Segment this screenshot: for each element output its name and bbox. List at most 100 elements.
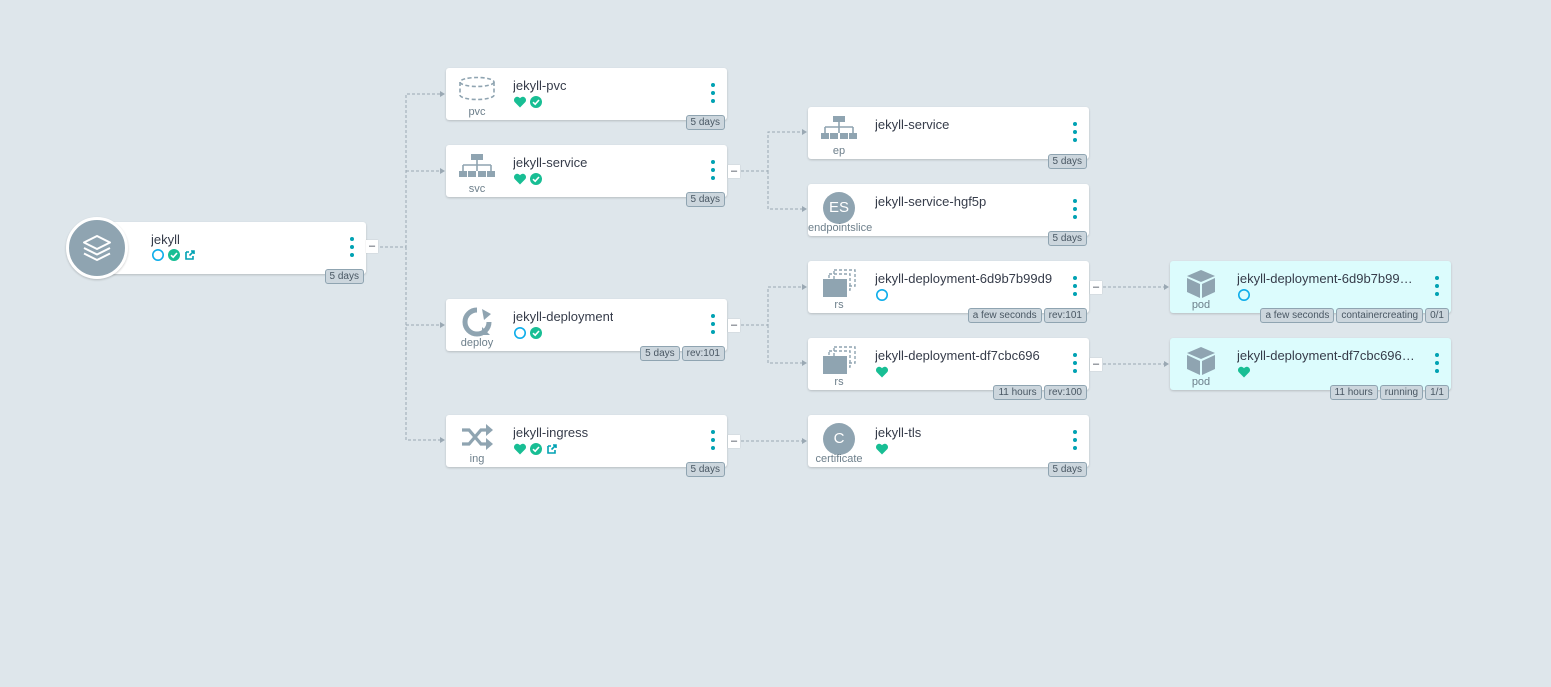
node-title: jekyll-tls [875, 425, 922, 440]
node-status [513, 172, 543, 186]
external-link-icon[interactable] [183, 248, 197, 262]
age-tag: 11 hours [1329, 385, 1378, 400]
deploy-collapse-button[interactable]: – [728, 319, 740, 332]
node-status [513, 95, 543, 109]
node-icon [1178, 338, 1224, 390]
node-icon [454, 145, 500, 197]
node-menu-button[interactable] [1069, 430, 1081, 450]
node-kind: rs [834, 299, 844, 311]
node-menu-button[interactable] [1069, 122, 1081, 142]
node-kind: pvc [468, 106, 486, 118]
node-icon [454, 299, 500, 351]
rs-2-collapse-button[interactable]: – [1090, 358, 1102, 371]
node-kind: ing [469, 453, 485, 465]
node-title: jekyll-service-hgf5p [875, 194, 987, 209]
age-tag: 5 days [685, 115, 725, 130]
progressing-icon [1238, 289, 1250, 301]
progressing-icon [152, 249, 164, 261]
age-tag: 5 days [324, 269, 364, 284]
node-menu-button[interactable] [1431, 276, 1443, 296]
healthy-heart-icon [1237, 366, 1251, 378]
ing-collapse-button[interactable]: – [728, 435, 740, 448]
node-ing[interactable]: ing jekyll-ingress 5 days [446, 415, 727, 477]
age-tag: 5 days [685, 192, 725, 207]
node-tags: 5 days [1047, 462, 1087, 477]
app-status [151, 248, 197, 262]
synced-icon [530, 173, 542, 185]
node-endpointslice[interactable]: ES endpointslice jekyll-service-hgf5p 5 … [808, 184, 1089, 246]
node-menu-button[interactable] [1069, 353, 1081, 373]
node-kind: deploy [460, 337, 494, 349]
layers-icon [83, 235, 111, 261]
node-menu-button[interactable] [1431, 353, 1443, 373]
node-title: jekyll-service [513, 155, 588, 170]
node-menu-button[interactable] [1069, 276, 1081, 296]
node-tags: 5 days [1047, 231, 1087, 246]
node-menu-button[interactable] [1069, 199, 1081, 219]
node-tags: 11 hours rev:100 [993, 385, 1087, 400]
node-icon [1178, 261, 1224, 313]
node-status [875, 365, 889, 379]
replicaset-icon [823, 346, 856, 374]
node-pod-1[interactable]: pod jekyll-deployment-6d9b7b99d… a few s… [1170, 261, 1451, 323]
node-tags: 5 days [1047, 154, 1087, 169]
age-tag: a few seconds [967, 308, 1042, 323]
node-menu-button[interactable] [707, 160, 719, 180]
node-certificate[interactable]: C certificate jekyll-tls 5 days [808, 415, 1089, 477]
node-menu-button[interactable] [707, 430, 719, 450]
node-tags: a few seconds rev:101 [967, 308, 1087, 323]
endpoint-icon [821, 116, 857, 139]
node-kind: rs [834, 376, 844, 388]
node-status [1237, 365, 1251, 379]
node-title: jekyll-ingress [513, 425, 589, 440]
age-tag: 5 days [1047, 231, 1087, 246]
app-collapse-button[interactable]: – [366, 240, 378, 253]
node-tags: 5 days [685, 115, 725, 130]
node-icon [816, 261, 862, 313]
node-menu-button[interactable] [707, 83, 719, 103]
node-ep[interactable]: ep jekyll-service 5 days [808, 107, 1089, 169]
ready-tag: 1/1 [1425, 385, 1449, 400]
synced-icon [530, 443, 542, 455]
external-link-icon[interactable] [545, 442, 559, 456]
node-status [875, 442, 889, 456]
node-svc[interactable]: svc jekyll-service 5 days [446, 145, 727, 207]
phase-tag: running [1379, 385, 1424, 400]
node-kind: certificate [815, 453, 863, 465]
progressing-icon [514, 327, 526, 339]
node-menu-button[interactable] [707, 314, 719, 334]
rs-1-collapse-button[interactable]: – [1090, 281, 1102, 294]
revision-tag: rev:101 [681, 346, 725, 361]
healthy-heart-icon [513, 443, 527, 455]
node-rs-1[interactable]: rs jekyll-deployment-6d9b7b99d9 a few se… [808, 261, 1089, 323]
node-deploy[interactable]: deploy jekyll-deployment 5 days rev:101 [446, 299, 727, 361]
app-title: jekyll [151, 232, 180, 247]
age-tag: 5 days [1047, 462, 1087, 477]
node-pod-2[interactable]: pod jekyll-deployment-df7cbc696-… 11 hou… [1170, 338, 1451, 400]
node-rs-2[interactable]: rs jekyll-deployment-df7cbc696 11 hours … [808, 338, 1089, 400]
certificate-icon: C [823, 423, 855, 455]
app-menu-button[interactable] [346, 237, 358, 257]
node-icon: ES [816, 184, 862, 236]
age-tag: 5 days [1047, 154, 1087, 169]
node-icon [816, 338, 862, 390]
ready-tag: 0/1 [1425, 308, 1449, 323]
svc-collapse-button[interactable]: – [728, 165, 740, 178]
node-tags: 5 days rev:101 [640, 346, 725, 361]
app-icon-circle [66, 217, 128, 279]
node-title: jekyll-deployment-6d9b7b99d9 [875, 271, 1053, 286]
node-icon [816, 107, 862, 159]
revision-tag: rev:100 [1043, 385, 1087, 400]
node-status [513, 442, 559, 456]
node-tags: a few seconds containercreating 0/1 [1260, 308, 1449, 323]
node-title: jekyll-service [875, 117, 950, 132]
app-node[interactable]: jekyll 5 days [96, 222, 366, 284]
healthy-heart-icon [875, 366, 889, 378]
phase-tag: containercreating [1336, 308, 1424, 323]
age-tag: 5 days [640, 346, 680, 361]
synced-icon [530, 96, 542, 108]
pvc-icon [459, 76, 495, 101]
pod-icon [1187, 347, 1215, 375]
node-title: jekyll-pvc [513, 78, 567, 93]
node-pvc[interactable]: pvc jekyll-pvc 5 days [446, 68, 727, 130]
